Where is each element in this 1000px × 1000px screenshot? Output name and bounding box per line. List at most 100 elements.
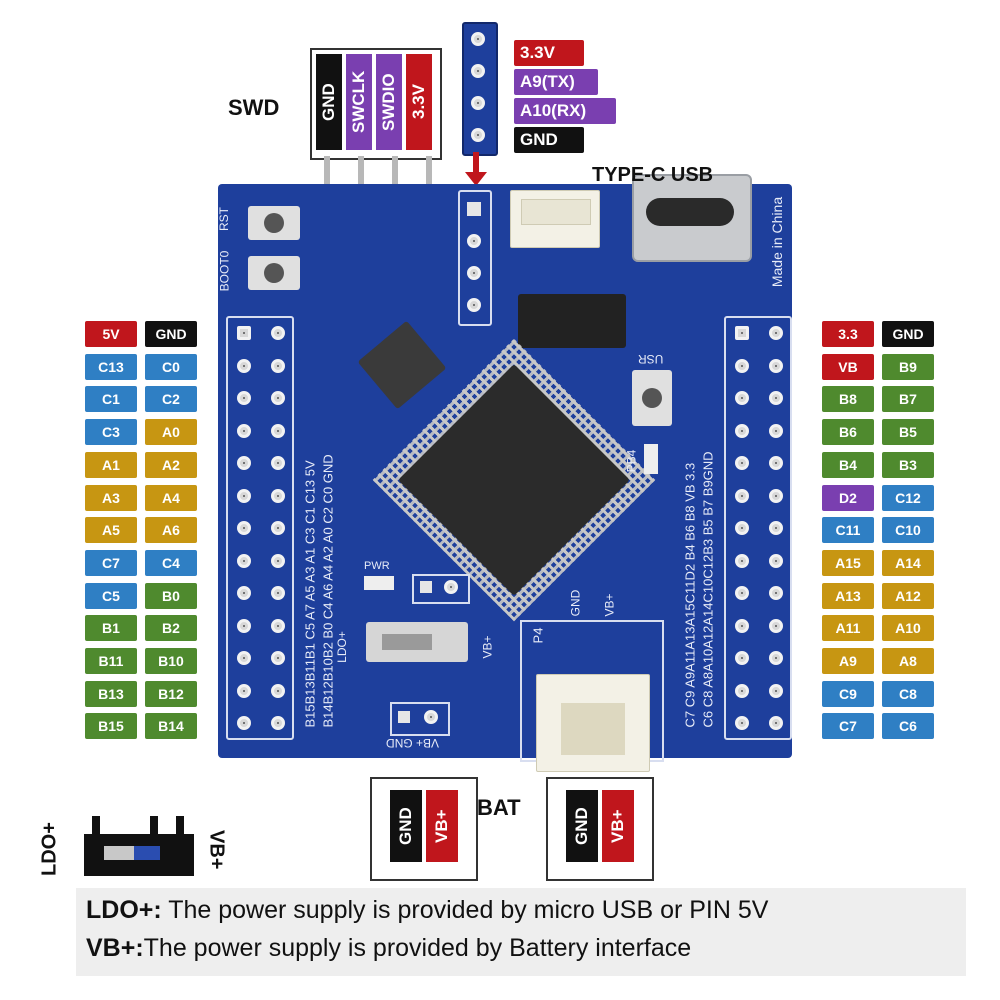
- pin-label: A8: [882, 648, 934, 674]
- swd-pin-label: SWCLK: [346, 54, 372, 150]
- rst-button[interactable]: [248, 206, 300, 240]
- pin-label: A4: [145, 484, 197, 511]
- bat-pin-label: VB+: [602, 790, 634, 862]
- pin-label: A5: [85, 517, 137, 544]
- pwr-label: PWR: [364, 560, 390, 572]
- header-hole: [237, 683, 251, 698]
- switch-ldo-label: LDO+: [38, 822, 61, 876]
- pin-label: C8: [882, 680, 934, 707]
- pin-label: B8: [822, 386, 874, 413]
- pin-label: A15: [822, 549, 874, 576]
- note-ldo-text: The power supply is provided by micro US…: [161, 896, 769, 924]
- note-ldo-key: LDO+:: [86, 896, 162, 924]
- pin-label: B2: [145, 615, 197, 642]
- header-hole: [769, 456, 783, 470]
- header-hole: [271, 618, 285, 633]
- pin-label: A11: [822, 615, 874, 642]
- pwr-led: [364, 576, 394, 590]
- header-hole: [271, 326, 285, 340]
- usb-c-connector[interactable]: [632, 174, 752, 262]
- pin-label: 5V: [85, 321, 137, 347]
- pin-label: A12: [882, 582, 934, 609]
- pin-label: B14: [145, 713, 197, 740]
- header-hole: [271, 358, 285, 373]
- uart-pin-label: A10(RX): [514, 98, 616, 124]
- note-ldo: LDO+: The power supply is provided by mi…: [86, 896, 768, 925]
- header-hole: [237, 423, 251, 438]
- pin-label: A9: [822, 648, 874, 674]
- header-hole: [735, 651, 749, 665]
- battery-connector[interactable]: [536, 674, 650, 772]
- uart-pin-strip: [462, 22, 498, 156]
- pin-label: C0: [145, 353, 197, 380]
- header-hole: [769, 391, 783, 405]
- pin-label: A10: [882, 615, 934, 642]
- header-hole: [769, 358, 783, 373]
- pcb-board: B15B13B11B1 C5 A7 A5 A3 A1 C3 C1 C13 5V …: [217, 174, 792, 772]
- uart-pin-label: A9(TX): [514, 69, 598, 95]
- header-hole: [237, 618, 251, 633]
- silk-right-row-bot: C6 C8 A8A10A12A14C10C12B3 B5 B7 B9GND: [700, 451, 716, 728]
- bat-right-box: [546, 777, 654, 881]
- pin-label: B5: [882, 419, 934, 446]
- vbplus-silk-label: VB+: [480, 635, 495, 659]
- header-hole: [769, 586, 783, 600]
- vb-gnd-label: VB+ GND: [386, 736, 440, 750]
- header-hole: [769, 326, 783, 340]
- pin-label: B10: [145, 648, 197, 674]
- header-hole: [271, 586, 285, 600]
- pin-label: C6: [882, 713, 934, 740]
- pin-label: B7: [882, 386, 934, 413]
- pin-label: C3: [85, 419, 137, 446]
- pin-label: GND: [882, 321, 934, 347]
- swd-pin-label: SWDIO: [376, 54, 402, 150]
- header-hole: [237, 326, 251, 340]
- silk-left-row-bot: B14B12B10B2 B0 C4 A6 A4 A2 A0 C2 C0 GND: [320, 454, 336, 728]
- header-hole: [271, 651, 285, 665]
- header-hole: [271, 423, 285, 438]
- pin-label: C9: [822, 680, 874, 707]
- usr-button[interactable]: [632, 370, 672, 426]
- made-in-label: Made in China: [769, 196, 786, 288]
- pin-label: A14: [882, 549, 934, 576]
- header-hole: [237, 716, 251, 730]
- header-hole: [769, 683, 783, 698]
- right-header-outline: [724, 316, 792, 740]
- pin-label: A13: [822, 582, 874, 609]
- header-hole: [237, 456, 251, 470]
- pin-label: C7: [85, 549, 137, 576]
- left-header-outline: [226, 316, 294, 740]
- power-select-switch[interactable]: [366, 622, 468, 662]
- pin-label: VB: [822, 353, 874, 380]
- header-hole: [735, 716, 749, 730]
- header-hole: [735, 521, 749, 535]
- header-hole: [271, 683, 285, 698]
- pin-label: B13: [85, 680, 137, 707]
- pin-label: A2: [145, 451, 197, 478]
- pin-label: B3: [882, 451, 934, 478]
- header-hole: [271, 716, 285, 730]
- voltage-regulator: [518, 294, 626, 348]
- header-hole: [735, 358, 749, 373]
- pin-label: 3.3: [822, 321, 874, 347]
- bat-pin-label: VB+: [426, 790, 458, 862]
- header-hole: [735, 326, 749, 340]
- pin-label: C10: [882, 517, 934, 544]
- bat-pin-label: GND: [390, 790, 422, 862]
- boot-label: BOOT0: [217, 250, 232, 292]
- header-hole: [735, 618, 749, 633]
- pwr-jumper: [412, 574, 470, 604]
- pin-label: B12: [145, 680, 197, 707]
- pin-label: C1: [85, 386, 137, 413]
- jst-connector: [510, 190, 600, 248]
- header-hole: [237, 358, 251, 373]
- header-hole: [735, 553, 749, 568]
- pin-label: B4: [822, 451, 874, 478]
- note-vb: VB+:The power supply is provided by Batt…: [86, 934, 691, 963]
- boot0-button[interactable]: [248, 256, 300, 290]
- bat-pin-label: GND: [566, 790, 598, 862]
- bat-left-box: [370, 777, 478, 881]
- header-hole: [735, 391, 749, 405]
- pb4-led: [644, 444, 658, 474]
- arrow-down-icon: [465, 152, 487, 186]
